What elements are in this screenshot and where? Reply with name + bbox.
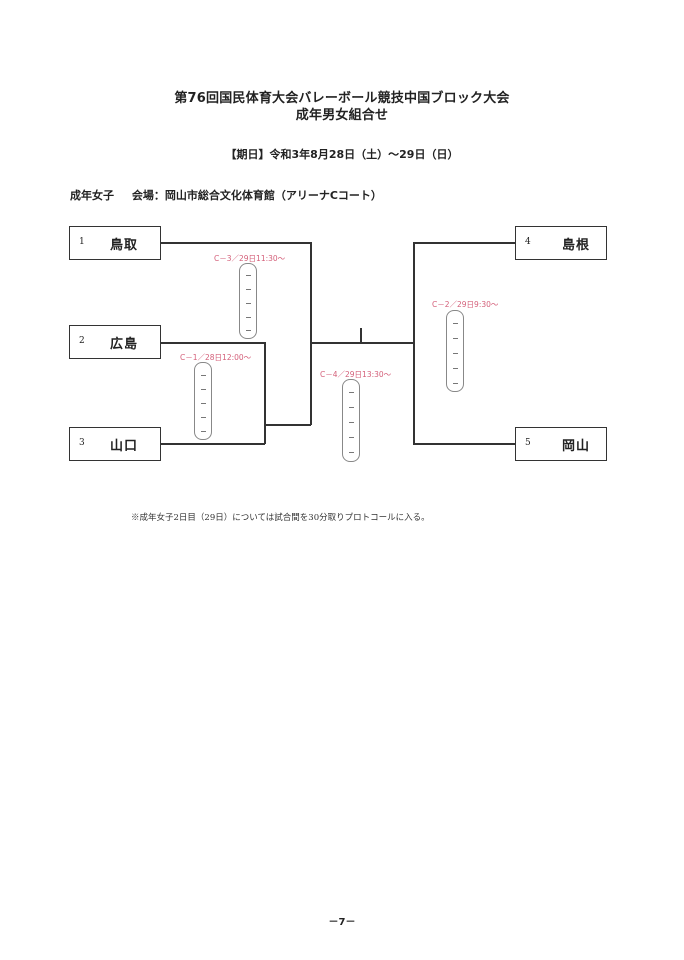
bracket-line [161,443,265,445]
team-seed: 2 [79,336,85,346]
score-dash [453,338,458,339]
footnote: ※成年女子2日目（29日）については試合間を30分取りプロトコールに入る。 [131,513,430,523]
match-label-c4: C－4／29日13:30～ [320,370,392,379]
bracket-line [310,342,414,344]
score-dash [201,431,206,432]
team-box-hiroshima: 2 広島 [69,325,161,359]
venue-line: 成年女子 会場：岡山市総合文化体育館（アリーナCコート） [70,187,382,203]
team-name: 広島 [110,337,139,352]
score-dash [201,403,206,404]
team-name: 岡山 [562,439,591,454]
score-dash [349,422,354,423]
bracket-line [413,242,415,444]
score-dash [201,375,206,376]
score-dash [246,317,251,318]
team-box-shimane: 4 島根 [515,226,607,260]
match-label-c2: C－2／29日9:30～ [432,300,499,309]
bracket-line [161,242,311,244]
team-box-tottori: 1 鳥取 [69,226,161,260]
score-dash [201,417,206,418]
document-title: 第76回国民体育大会バレーボール競技中国ブロック大会 [174,91,510,106]
team-name: 山口 [110,439,139,454]
team-box-okayama: 5 岡山 [515,427,607,461]
score-dash [246,289,251,290]
document-subtitle: 成年男女組合せ [295,108,389,123]
category-label: 成年女子 [70,189,114,202]
score-dash [453,353,458,354]
bracket-line [264,342,266,444]
score-box-c4 [342,379,360,462]
bracket-line [413,242,515,244]
match-label-c3: C－3／29日11:30～ [214,254,286,263]
team-name: 鳥取 [110,238,139,253]
score-dash [246,303,251,304]
score-box-c1 [194,362,212,440]
score-dash [349,437,354,438]
score-box-c3 [239,263,257,339]
team-seed: 1 [79,237,85,247]
score-dash [246,330,251,331]
score-dash [246,275,251,276]
score-dash [349,452,354,453]
score-dash [453,368,458,369]
score-dash [349,407,354,408]
bracket-line [413,443,515,445]
team-seed: 4 [525,237,531,247]
team-name: 島根 [562,238,591,253]
bracket-line [264,424,311,426]
score-dash [453,383,458,384]
bracket-line [360,328,362,343]
bracket-line [161,342,265,344]
score-dash [201,389,206,390]
team-box-yamaguchi: 3 山口 [69,427,161,461]
match-label-c1: C－1／28日12:00～ [180,353,252,362]
bracket-line [310,242,312,425]
team-seed: 5 [525,438,531,448]
event-dates: 【期日】令和3年8月28日（土）～29日（日） [225,148,459,161]
score-box-c2 [446,310,464,392]
venue-label: 会場：岡山市総合文化体育館（アリーナCコート） [131,189,382,202]
score-dash [349,392,354,393]
team-seed: 3 [79,438,85,448]
page-number: －7－ [328,917,356,928]
score-dash [453,323,458,324]
